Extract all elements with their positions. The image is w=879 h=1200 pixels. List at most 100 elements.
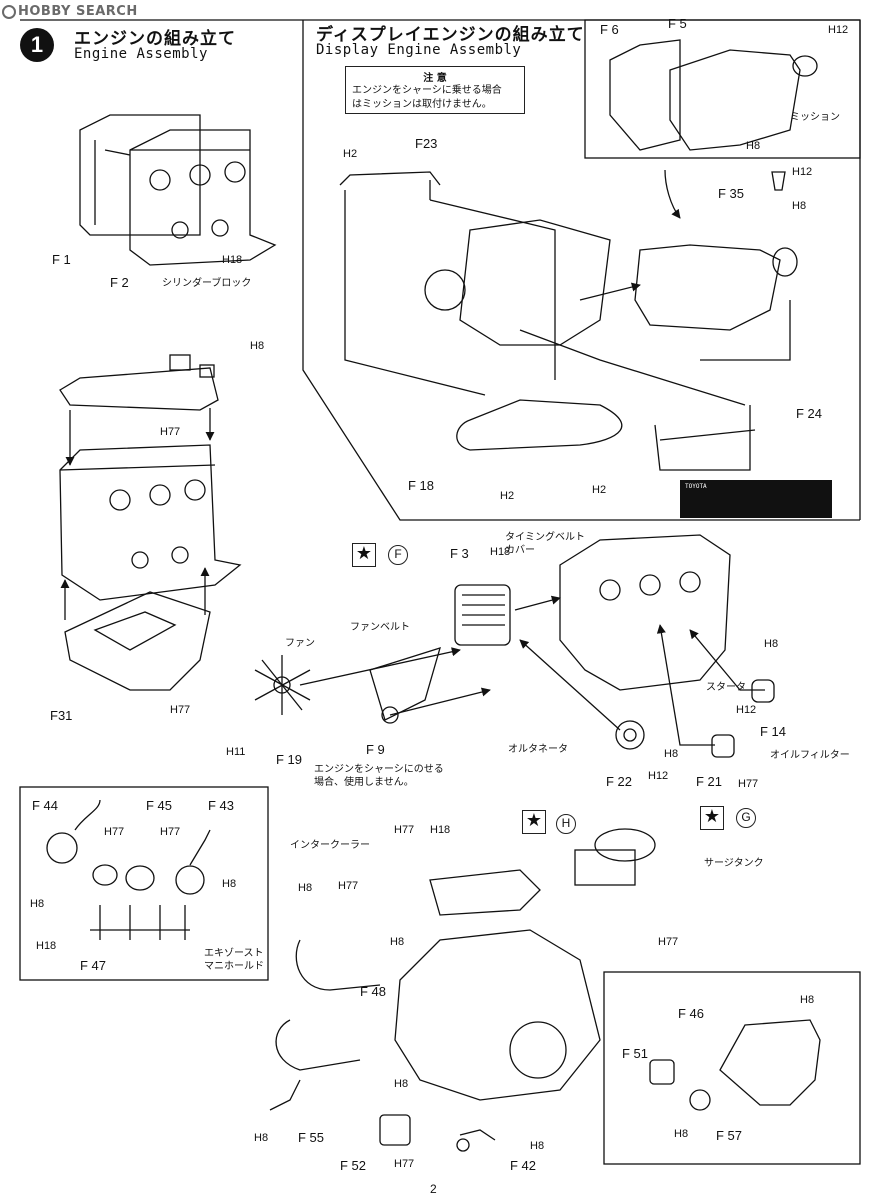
label-h77-g: H77 <box>338 880 359 892</box>
label-f21: F 21 <box>696 774 723 789</box>
hobby-search-logo-icon <box>2 4 16 19</box>
starter <box>751 679 775 703</box>
display-stand-f18 <box>456 399 756 471</box>
label-note-2: 場合、使用しません。 <box>314 777 414 788</box>
label-h18-d: H18 <box>430 824 451 836</box>
star-icon: ★ <box>700 806 724 830</box>
label-mission: ミッション <box>790 112 840 123</box>
label-note-1: エンジンをシャーシにのせる <box>314 764 444 775</box>
label-h77-a: H77 <box>160 426 181 438</box>
label-cylinder-block: シリンダーブロック <box>162 278 252 289</box>
label-h2-b: H2 <box>500 490 515 502</box>
display-title-jp: ディスプレイエンジンの組み立て <box>316 25 585 45</box>
engine-with-turbo <box>269 869 601 1111</box>
label-h8-m: H8 <box>800 994 815 1006</box>
star-icon: ★ <box>352 543 376 567</box>
label-f18: F 18 <box>408 478 435 493</box>
engine-block-assembled <box>59 444 242 601</box>
label-f24: F 24 <box>796 406 823 421</box>
label-h8-c: H8 <box>792 200 807 212</box>
oil-pan-f31 <box>64 591 211 691</box>
label-h8-b: H8 <box>746 140 761 152</box>
caution-box: 注 意 エンジンをシャーシに乗せる場合 はミッションは取付けません。 <box>345 66 525 114</box>
engine-nameplate: TOYOTA <box>680 480 832 518</box>
label-starter: スタータ <box>706 682 746 693</box>
label-f14: F 14 <box>760 724 787 739</box>
surge-tank <box>574 828 656 886</box>
label-h77-c: H77 <box>738 778 759 790</box>
circle-label-g: G <box>736 808 756 828</box>
label-f22: F 22 <box>606 774 633 789</box>
label-h18-c: H18 <box>36 940 57 952</box>
oil-filter <box>711 734 735 758</box>
label-h12-d: H12 <box>648 770 669 782</box>
label-f19: F 19 <box>276 752 303 767</box>
label-f51: F 51 <box>622 1046 649 1061</box>
label-h8-i: H8 <box>390 936 405 948</box>
step-number: 1 <box>20 28 54 62</box>
engine-block-f2 <box>129 129 277 266</box>
caution-line-1: エンジンをシャーシに乗せる場合 <box>352 85 502 96</box>
circle-label-h: H <box>556 814 576 834</box>
label-h18-a: H18 <box>222 254 243 266</box>
caution-line-2: はミッションは取付けません。 <box>352 99 492 110</box>
label-f57: F 57 <box>716 1128 743 1143</box>
caution-title: 注 意 <box>423 73 447 84</box>
label-h8-g: H8 <box>222 878 237 890</box>
label-h12-a: H12 <box>828 24 849 36</box>
label-h8-n: H8 <box>674 1128 689 1140</box>
turbo-parts-inset <box>46 799 211 940</box>
label-f44: F 44 <box>32 798 59 813</box>
label-h12-b: H12 <box>792 166 813 178</box>
label-f5: F 5 <box>668 16 687 31</box>
fan-belt <box>369 647 441 724</box>
star-icon: ★ <box>522 810 546 834</box>
label-timing-cover: カバー <box>505 545 535 556</box>
label-h8-j: H8 <box>254 1132 269 1144</box>
sensor-f52 <box>379 1114 411 1146</box>
timing-belt-cover <box>454 584 511 646</box>
label-f35: F 35 <box>718 186 745 201</box>
label-exhaust-2: マニホールド <box>204 961 264 972</box>
label-h77-h: H77 <box>658 936 679 948</box>
label-h77-d: H77 <box>104 826 125 838</box>
engine-block-f1 <box>79 114 201 236</box>
engine-main-right <box>559 534 731 691</box>
pipe-f42 <box>456 1129 496 1152</box>
label-h77-f: H77 <box>394 824 415 836</box>
label-intercooler: インタークーラー <box>290 840 370 851</box>
transmission-inset <box>609 39 818 151</box>
label-surge-tank: サージタンク <box>704 858 764 869</box>
fan <box>254 655 311 715</box>
label-h2-c: H2 <box>592 484 607 496</box>
label-alternator: オルタネータ <box>508 744 568 755</box>
label-f46: F 46 <box>678 1006 705 1021</box>
label-h2-a: H2 <box>343 148 358 160</box>
label-fan: ファン <box>285 638 315 649</box>
watermark: HOBBY SEARCH <box>2 4 138 19</box>
label-f31: F31 <box>50 708 73 723</box>
label-f6: F 6 <box>600 22 619 37</box>
label-f2: F 2 <box>110 275 129 290</box>
label-timing-belt: タイミングベルト <box>505 532 585 543</box>
cylinder-head-cover <box>59 354 219 411</box>
label-f45: F 45 <box>146 798 173 813</box>
display-stand-f23 <box>339 171 441 210</box>
label-f55: F 55 <box>298 1130 325 1145</box>
step-title-jp: エンジンの組み立て <box>74 29 236 49</box>
label-f23: F23 <box>415 136 438 151</box>
label-h8-f: H8 <box>30 898 45 910</box>
label-h8-l: H8 <box>530 1140 545 1152</box>
circle-label-f: F <box>388 545 408 565</box>
label-f43: F 43 <box>208 798 235 813</box>
page-number: 2 <box>430 1182 437 1196</box>
label-exhaust-1: エキゾースト <box>204 948 264 959</box>
label-oil-filter: オイルフィルター <box>770 750 850 761</box>
label-h11: H11 <box>226 746 246 758</box>
surge-tank-inset <box>649 1019 821 1111</box>
label-fan-belt: ファンベルト <box>350 622 410 633</box>
label-f52: F 52 <box>340 1158 367 1173</box>
step-title-en: Engine Assembly <box>74 46 208 62</box>
label-f48: F 48 <box>360 984 387 999</box>
